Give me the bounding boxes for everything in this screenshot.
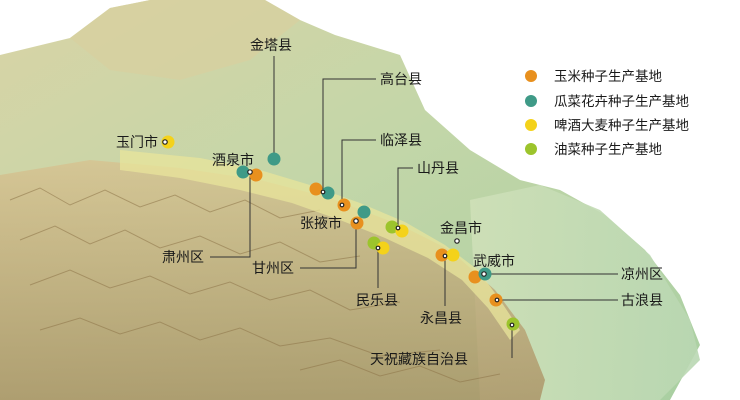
label-yumen: 玉门市 xyxy=(116,134,158,151)
label-yongchang: 永昌县 xyxy=(420,311,462,327)
point-shandan xyxy=(395,225,401,231)
leader-gaotai xyxy=(322,78,376,192)
point-linze xyxy=(339,202,345,208)
leader-lines xyxy=(210,56,618,358)
label-gaotai: 高台县 xyxy=(380,71,422,88)
label-wuwei: 武威市 xyxy=(473,253,515,270)
point-symbols xyxy=(162,139,515,328)
legend-item-vegetable: 瓜菜花卉种子生产基地 xyxy=(525,93,689,110)
marker-yongchang-barley[interactable] xyxy=(446,248,460,262)
label-jinta: 金塔县 xyxy=(250,38,292,54)
label-liangzhou: 凉州区 xyxy=(621,267,663,283)
hexi-corridor xyxy=(120,150,520,340)
leader-ganzhou xyxy=(300,221,357,269)
point-minle xyxy=(375,245,381,251)
point-jiuquan xyxy=(247,169,253,175)
point-jinchang xyxy=(454,238,460,244)
marker-gaotai-vegetable[interactable] xyxy=(321,186,335,200)
marker-minle-barley[interactable] xyxy=(376,241,390,255)
point-yongchang xyxy=(442,253,448,259)
desert-area xyxy=(70,0,300,80)
point-gaotai xyxy=(320,189,326,195)
marker-gaotai-corn[interactable] xyxy=(309,182,323,196)
legend-label-barley: 啤酒大麦种子生产基地 xyxy=(554,117,689,134)
label-gulang: 古浪县 xyxy=(621,293,663,309)
leader-suzhou xyxy=(210,172,251,258)
marker-jinta-vegetable[interactable] xyxy=(267,152,281,166)
legend-swatch-corn xyxy=(525,70,537,82)
point-tianzhu xyxy=(509,322,515,328)
marker-liangzhou-corn[interactable] xyxy=(468,270,482,284)
legend-swatch-vegetable xyxy=(525,95,537,107)
legend: 玉米种子生产基地 瓜菜花卉种子生产基地 啤酒大麦种子生产基地 油菜种子生产基地 xyxy=(525,68,689,158)
legend-item-rapeseed: 油菜种子生产基地 xyxy=(525,141,662,158)
legend-label-rapeseed: 油菜种子生产基地 xyxy=(554,141,662,158)
legend-label-corn: 玉米种子生产基地 xyxy=(554,68,662,85)
label-zhangye: 张掖市 xyxy=(300,215,342,232)
label-ganzhou: 甘州区 xyxy=(252,261,294,277)
legend-item-barley: 啤酒大麦种子生产基地 xyxy=(525,117,689,134)
marker-zhangye-vegetable[interactable] xyxy=(357,205,371,219)
legend-item-corn: 玉米种子生产基地 xyxy=(525,68,662,85)
marker-shandan-rapeseed[interactable] xyxy=(385,220,399,234)
marker-jiuquan-vegetable[interactable] xyxy=(236,165,250,179)
point-zhangye xyxy=(353,218,359,224)
legend-label-vegetable: 瓜菜花卉种子生产基地 xyxy=(554,93,689,110)
point-wuwei xyxy=(481,271,487,277)
legend-swatch-rapeseed xyxy=(525,143,537,155)
qilian-mountains xyxy=(0,160,545,400)
label-tianzhu: 天祝藏族自治县 xyxy=(370,352,468,368)
label-suzhou: 肃州区 xyxy=(162,250,204,266)
label-linze: 临泽县 xyxy=(380,133,422,149)
point-yumen xyxy=(162,139,168,145)
mountain-ridges xyxy=(9,187,501,383)
label-minle: 民乐县 xyxy=(356,293,398,309)
marker-yumen-barley[interactable] xyxy=(161,135,175,149)
legend-swatch-barley xyxy=(525,119,537,131)
leader-shandan xyxy=(397,167,413,228)
place-labels: 玉门市 酒泉市 金塔县 肃州区 高台县 临泽县 山丹县 张掖市 甘州区 民乐县 … xyxy=(116,38,663,368)
label-jiuquan: 酒泉市 xyxy=(212,152,254,169)
leader-linze xyxy=(341,139,376,205)
point-gulang xyxy=(494,297,500,303)
label-jinchang: 金昌市 xyxy=(440,220,482,237)
seed-base-markers xyxy=(161,135,520,331)
label-shandan: 山丹县 xyxy=(417,161,459,177)
